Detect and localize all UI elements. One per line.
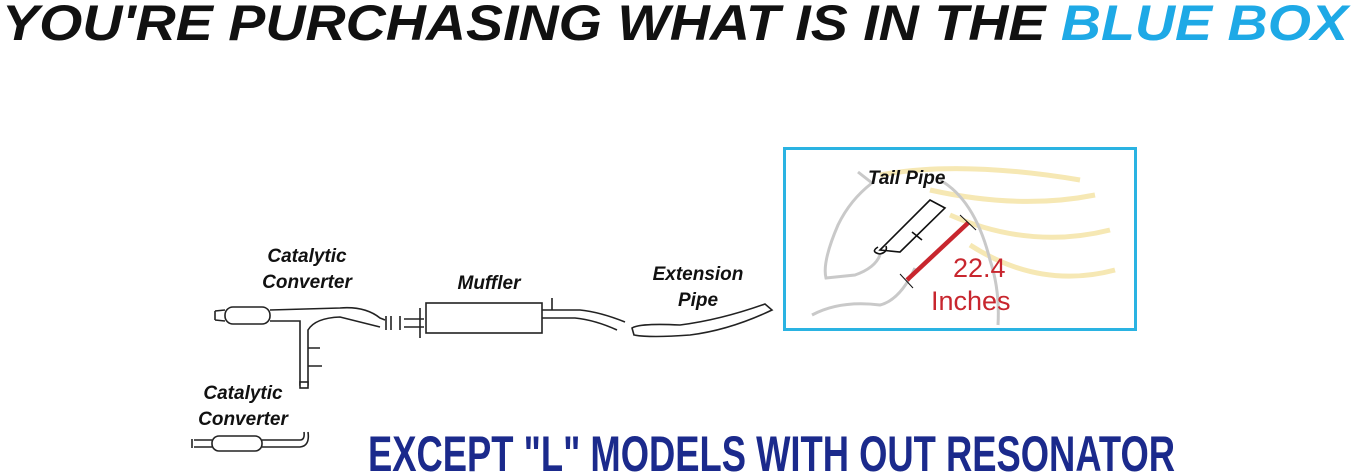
tail-pipe-label: Tail Pipe (868, 168, 946, 189)
catalytic-converter-assembly (214, 306, 424, 389)
blue-box: Tail Pipe 22.4 Inches (783, 147, 1137, 331)
muffler-part (425, 298, 626, 334)
cat-converter-bottom-label-2: Converter (198, 409, 289, 430)
cat-converter-bottom-label-1: Catalytic (203, 383, 283, 404)
cat-converter-top-label-2: Converter (262, 272, 353, 293)
extension-pipe-label-1: Extension (653, 264, 744, 285)
headline: YOU'RE PURCHASING WHAT IS IN THE BLUE BO… (2, 0, 1351, 51)
muffler-label: Muffler (458, 273, 523, 294)
extension-pipe-label-2: Pipe (678, 290, 719, 311)
cat-converter-top-label-1: Catalytic (267, 246, 347, 267)
extension-pipe-part (631, 303, 774, 338)
headline-prefix: YOU'RE PURCHASING WHAT IS IN THE (2, 0, 1061, 51)
footer-note: EXCEPT "L" MODELS WITH OUT RESONATOR (368, 426, 1175, 474)
bottom-catalytic-converter (191, 431, 310, 452)
headline-highlight: BLUE BOX (1061, 0, 1351, 51)
measurement-value: 22.4 (953, 253, 1006, 283)
measurement-unit: Inches (931, 286, 1011, 316)
